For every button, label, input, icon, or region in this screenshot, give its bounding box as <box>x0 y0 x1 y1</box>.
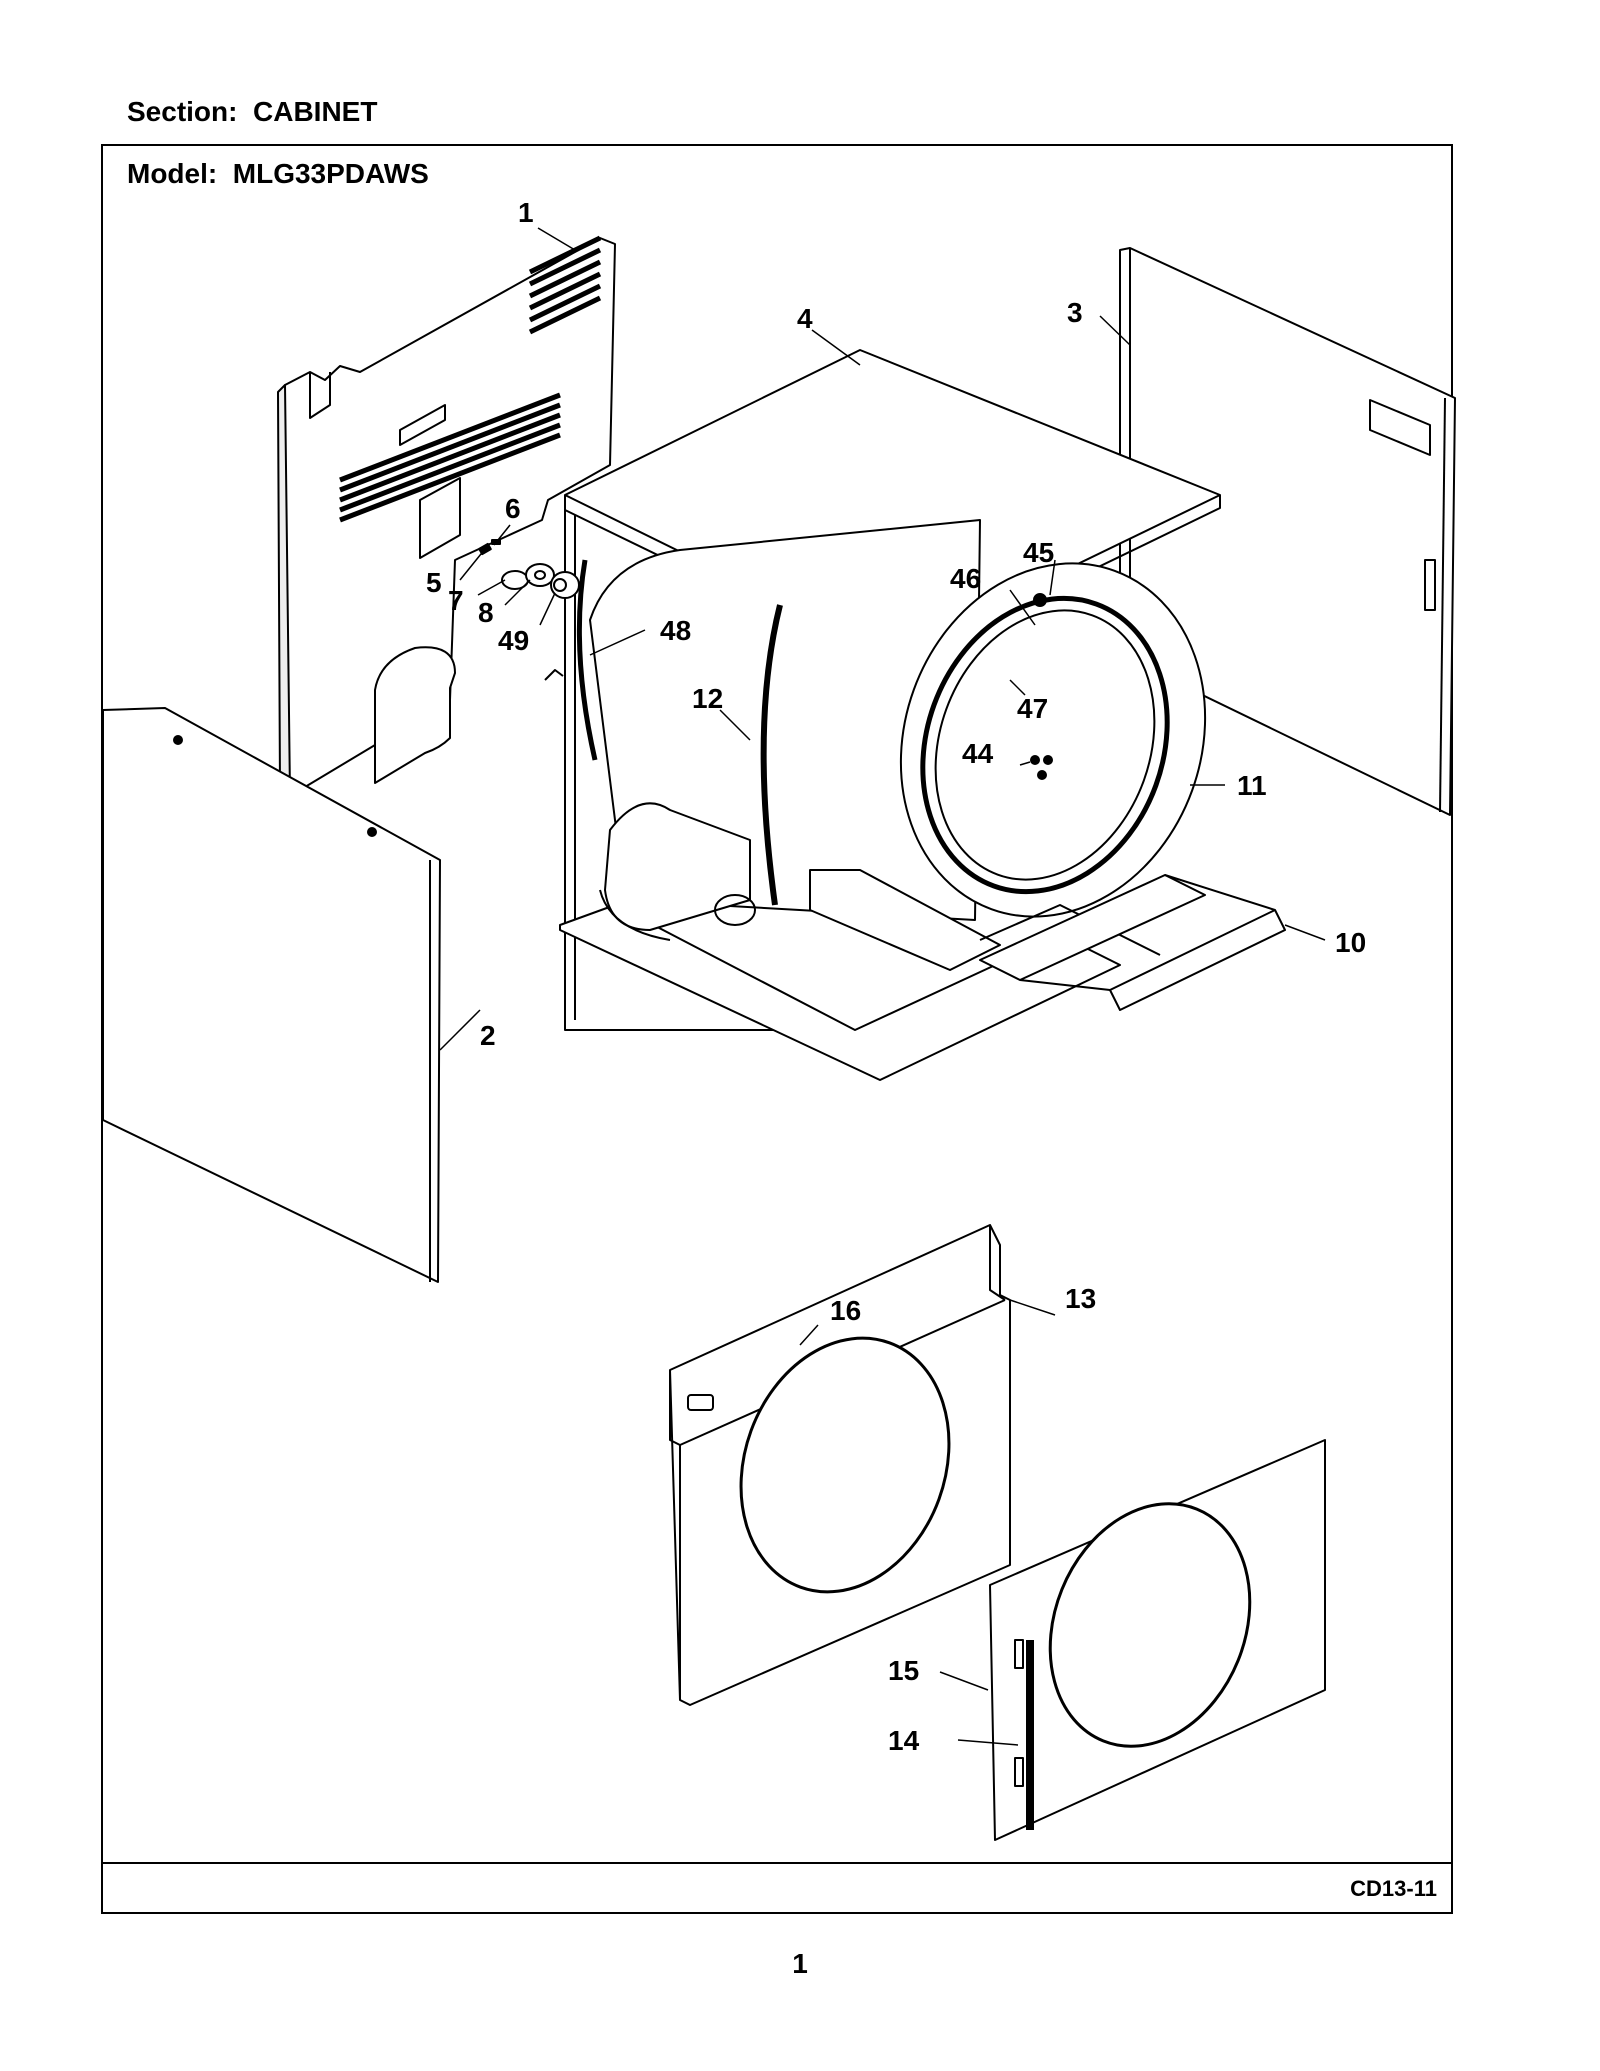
callout-11: 11 <box>1237 770 1267 801</box>
callout-labels: 1 2 3 4 5 6 7 8 49 48 12 46 45 47 44 11 … <box>426 197 1366 1756</box>
callout-16: 16 <box>830 1295 861 1326</box>
callout-47: 47 <box>1017 693 1048 724</box>
page-number: 1 <box>792 1948 808 1979</box>
callout-14: 14 <box>888 1725 920 1756</box>
rear-panel <box>277 235 616 796</box>
rear-small-parts <box>478 539 580 681</box>
drawing-code: CD13-11 <box>1350 1876 1437 1901</box>
callout-10: 10 <box>1335 927 1366 958</box>
callout-12: 12 <box>692 683 723 714</box>
callout-15: 15 <box>888 1655 919 1686</box>
callout-6: 6 <box>505 493 521 524</box>
callout-4: 4 <box>797 303 813 334</box>
callout-8: 8 <box>478 597 494 628</box>
callout-49: 49 <box>498 625 529 656</box>
callout-7: 7 <box>448 585 464 616</box>
footer-rule <box>101 1862 1453 1864</box>
callout-48: 48 <box>660 615 691 646</box>
callout-13: 13 <box>1065 1283 1096 1314</box>
model-title: Model: MLG33PDAWS <box>127 158 429 189</box>
callout-1: 1 <box>518 197 534 228</box>
callout-2: 2 <box>480 1020 496 1051</box>
leader-lines <box>439 227 1326 1746</box>
callout-45: 45 <box>1023 537 1054 568</box>
door <box>989 1439 1326 1841</box>
side-panel-left <box>102 707 441 1283</box>
callout-44: 44 <box>962 738 994 769</box>
section-title: Section: CABINET <box>127 96 378 127</box>
callout-3: 3 <box>1067 297 1083 328</box>
callout-46: 46 <box>950 563 981 594</box>
callout-5: 5 <box>426 567 442 598</box>
drum-assembly <box>559 510 1286 1081</box>
